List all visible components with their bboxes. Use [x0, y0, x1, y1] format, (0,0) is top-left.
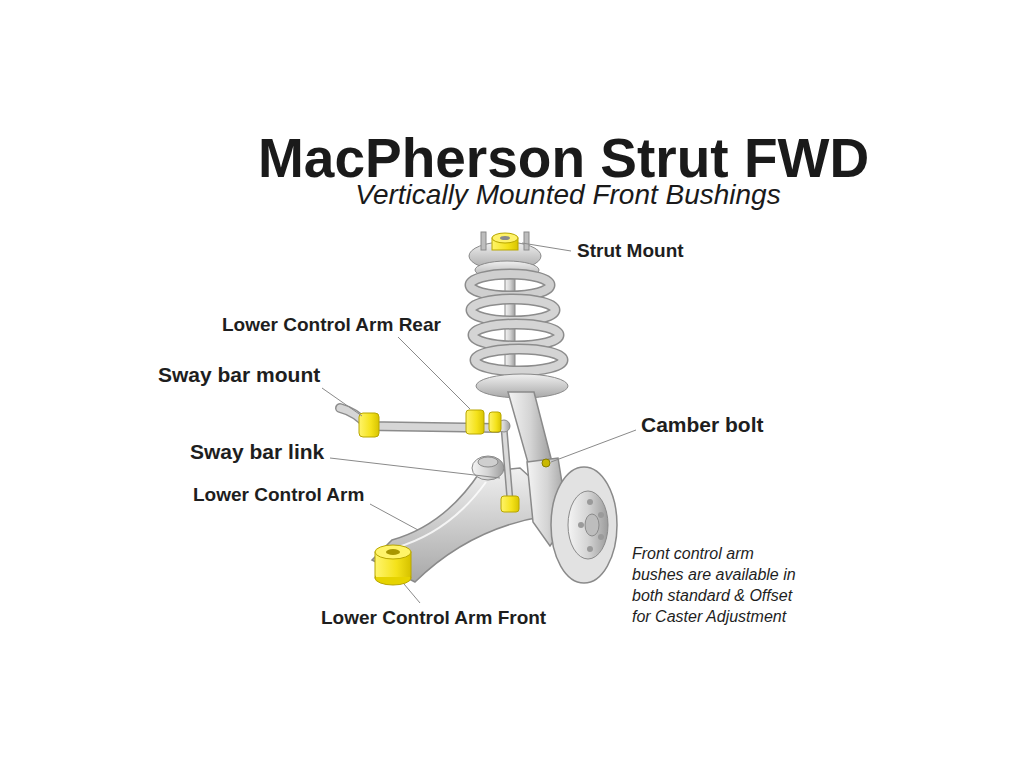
- sway-bar-link-outline: [504, 428, 510, 500]
- front-bushing-hole: [386, 549, 400, 555]
- coil-outline: [475, 349, 563, 371]
- part-label: Lower Control Arm Rear: [222, 314, 441, 337]
- diagram-title: MacPherson Strut FWD: [258, 131, 869, 186]
- mount-stud: [524, 232, 529, 250]
- hub-center: [585, 514, 599, 536]
- lower-control-arm: [372, 456, 553, 582]
- wheel-stud: [598, 534, 604, 540]
- wheel-stud: [598, 512, 604, 518]
- part-label: Sway bar mount: [158, 362, 320, 387]
- leader-lines: [322, 243, 636, 603]
- wheel-stud: [587, 499, 593, 505]
- coil: [475, 349, 563, 371]
- note-text: Front control arm bushes are available i…: [632, 543, 808, 627]
- link-upper-bushing: [489, 412, 501, 432]
- strut-tube: [508, 392, 553, 470]
- coil-outline: [473, 324, 559, 346]
- leader-line: [404, 584, 420, 603]
- coil: [470, 274, 550, 296]
- part-label: Sway bar link: [190, 439, 324, 464]
- wheel-stud: [578, 522, 584, 528]
- sway-bar-mount-bushing: [359, 413, 379, 437]
- front-bushing-top: [375, 545, 411, 559]
- strut-assembly: [469, 232, 568, 546]
- control-arm-body: [372, 468, 553, 582]
- mount-stud: [481, 232, 486, 250]
- coil-spring: [470, 274, 563, 371]
- strut-mount-bushing-top: [492, 233, 518, 243]
- coil: [473, 324, 559, 346]
- diagram-subtitle: Vertically Mounted Front Bushings: [355, 178, 780, 212]
- leader-line: [322, 388, 362, 416]
- wheel-stud: [587, 546, 593, 552]
- link-upper-bushing: [466, 410, 484, 434]
- brake-disc: [551, 467, 617, 583]
- link-lower-bushing: [501, 496, 519, 512]
- part-label: Strut Mount: [577, 240, 684, 263]
- leader-line: [398, 337, 470, 409]
- disc-rotor: [551, 467, 617, 583]
- sway-bar: [340, 408, 510, 500]
- bushings: [359, 233, 519, 585]
- leader-line: [330, 458, 500, 478]
- coil-outline: [471, 299, 555, 321]
- leader-line: [370, 504, 418, 530]
- leader-line: [522, 243, 571, 251]
- coil: [471, 299, 555, 321]
- part-label: Lower Control Arm: [193, 484, 364, 507]
- part-label: Camber bolt: [641, 412, 764, 437]
- coil-outline: [470, 274, 550, 296]
- control-arm-highlight: [395, 482, 486, 548]
- part-label: Lower Control Arm Front: [321, 607, 546, 630]
- sway-bar-link-rod: [504, 428, 510, 500]
- hub: [568, 491, 608, 559]
- camber-bolt: [542, 459, 550, 467]
- ball-joint-top: [478, 457, 498, 467]
- strut-mount-bushing-hole: [500, 236, 510, 240]
- leader-line: [551, 430, 636, 462]
